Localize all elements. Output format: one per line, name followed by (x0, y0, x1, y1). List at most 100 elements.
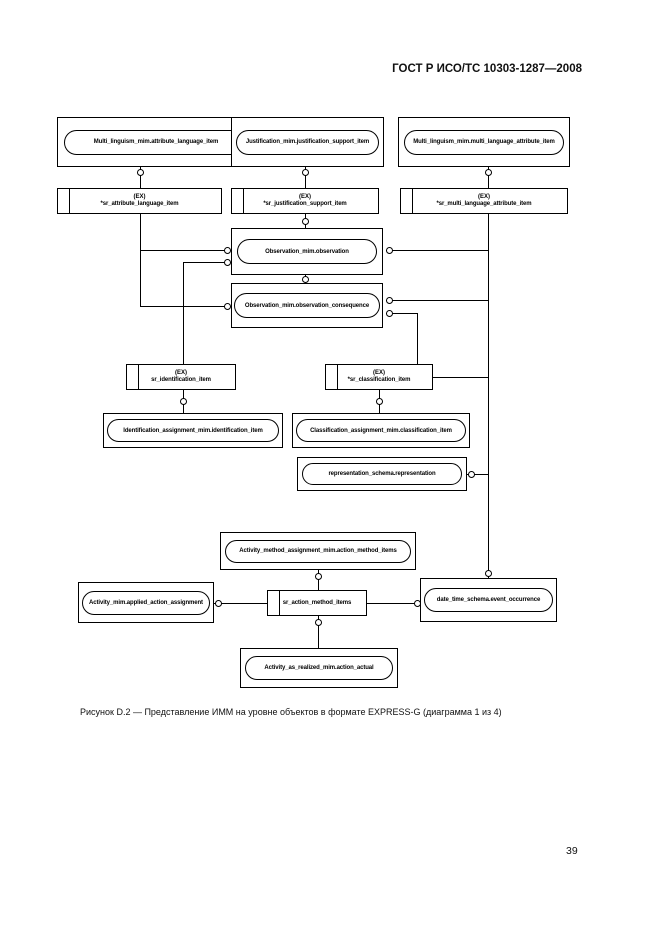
connector-line (140, 214, 141, 306)
node-multi-language-attribute-item: Multi_linguism_mim.multi_language_attrib… (398, 117, 570, 167)
connector-line (318, 570, 319, 590)
type-label: *sr_attribute_language_item (100, 201, 179, 207)
entity-oval: Observation_mim.observation_consequence (234, 293, 380, 318)
connector-circle (315, 619, 322, 626)
extensible-tag: (EX) (372, 370, 385, 376)
type-label: sr_action_method_items (282, 599, 352, 606)
connector-line (488, 214, 489, 578)
connector-line (433, 377, 488, 378)
entity-label: Classification_assignment_mim.classifica… (310, 427, 452, 434)
entity-label: Activity_as_realized_mim.action_actual (264, 665, 374, 671)
connector-circle (224, 303, 231, 310)
connector-line (183, 262, 225, 263)
entity-label: Observation_mim.observation (265, 248, 349, 255)
connector-circle (224, 259, 231, 266)
node-observation-consequence: Observation_mim.observation_consequence (231, 283, 383, 328)
extensible-tag: (EX) (298, 194, 311, 200)
type-label: sr_identification_item (151, 377, 211, 383)
connector-circle (386, 247, 393, 254)
node-sr-identification-item: (EX)sr_identification_item (126, 364, 236, 390)
select-divider (138, 365, 139, 389)
connector-circle (302, 276, 309, 283)
node-sr-classification-item: (EX)*sr_classification_item (325, 364, 433, 390)
select-divider (69, 189, 70, 213)
connector-circle (224, 247, 231, 254)
connector-line (386, 313, 417, 314)
connector-circle (468, 471, 475, 478)
entity-oval: Identification_assignment_mim.identifica… (107, 419, 279, 442)
entity-oval: date_time_schema.event_occurrence (424, 588, 553, 612)
connector-line (183, 262, 184, 364)
extensible-tag: (EX) (174, 370, 187, 376)
node-action-method-items: Activity_method_assignment_mim.action_me… (220, 532, 416, 570)
entity-label: Identification_assignment_mim.identifica… (123, 427, 263, 434)
connector-line (488, 167, 489, 188)
connector-circle (180, 398, 187, 405)
page-header: ГОСТ Р ИСО/ТС 10303-1287—2008 (392, 63, 582, 75)
connector-circle (315, 573, 322, 580)
connector-circle (376, 398, 383, 405)
node-sr-multi-language-attribute-item: (EX)*sr_multi_language_attribute_item (400, 188, 568, 214)
entity-label: Observation_mim.observation_consequence (244, 302, 370, 309)
connector-circle (485, 570, 492, 577)
entity-label: Activity_mim.applied_action_assignment (89, 599, 203, 606)
connector-line (318, 616, 319, 648)
entity-oval: Activity_method_assignment_mim.action_me… (225, 539, 411, 563)
node-sr-action-method-items: sr_action_method_items (267, 590, 367, 616)
connector-circle (302, 218, 309, 225)
entity-label: Multi_linguism_mim.multi_language_attrib… (413, 139, 555, 145)
node-attribute-language-item: Multi_linguism_mim.attribute_language_it… (57, 117, 255, 167)
node-sr-attribute-language-item: (EX)*sr_attribute_language_item (57, 188, 222, 214)
node-sr-justification-support-item: (EX)*sr_justification_support_item (231, 188, 379, 214)
page-number: 39 (566, 845, 578, 857)
connector-circle (414, 600, 421, 607)
extensible-tag: (EX) (133, 194, 146, 200)
node-observation: Observation_mim.observation (231, 228, 383, 275)
connector-line (386, 300, 488, 301)
entity-oval: Observation_mim.observation (237, 239, 377, 264)
extensible-tag: (EX) (478, 194, 490, 200)
connector-circle (137, 169, 144, 176)
entity-oval: Multi_linguism_mim.attribute_language_it… (64, 129, 248, 155)
entity-oval: Justification_mim.justification_support_… (236, 129, 379, 155)
node-action-actual: Activity_as_realized_mim.action_actual (240, 648, 398, 688)
connector-line (214, 603, 267, 604)
connector-circle (386, 297, 393, 304)
figure-caption: Рисунок D.2 — Представление ИММ на уровн… (80, 707, 502, 717)
select-divider (337, 365, 338, 389)
connector-circle (485, 169, 492, 176)
connector-line (467, 474, 488, 475)
select-divider (412, 189, 413, 213)
type-label: *sr_multi_language_attribute_item (436, 201, 532, 207)
entity-oval: representation_schema.representation (302, 463, 462, 485)
node-event-occurrence: date_time_schema.event_occurrence (420, 578, 557, 622)
connector-line (417, 313, 418, 364)
select-divider (279, 591, 280, 615)
node-justification-support-item: Justification_mim.justification_support_… (231, 117, 384, 167)
node-identification-assignment-item: Identification_assignment_mim.identifica… (103, 413, 283, 448)
entity-label: Activity_method_assignment_mim.action_me… (239, 548, 397, 554)
entity-label: Multi_linguism_mim.attribute_language_it… (93, 139, 219, 145)
entity-oval: Activity_mim.applied_action_assignment (82, 590, 210, 615)
select-divider (243, 189, 244, 213)
entity-label: representation_schema.representation (328, 471, 436, 477)
node-representation: representation_schema.representation (297, 457, 467, 491)
type-label: *sr_justification_support_item (263, 201, 347, 207)
connector-circle (386, 310, 393, 317)
entity-oval: Activity_as_realized_mim.action_actual (245, 656, 393, 680)
type-label: *sr_classification_item (347, 377, 411, 383)
node-applied-action-assignment: Activity_mim.applied_action_assignment (78, 582, 214, 623)
entity-label: Justification_mim.justification_support_… (245, 139, 370, 145)
connector-line (140, 306, 225, 307)
connector-line (386, 250, 488, 251)
connector-line (305, 167, 306, 188)
entity-label: date_time_schema.event_occurrence (436, 597, 541, 603)
connector-circle (215, 600, 222, 607)
connector-line (140, 167, 141, 188)
connector-circle (302, 169, 309, 176)
entity-oval: Multi_linguism_mim.multi_language_attrib… (404, 129, 564, 155)
connector-line (140, 250, 225, 251)
connector-line (367, 603, 420, 604)
entity-oval: Classification_assignment_mim.classifica… (296, 419, 466, 442)
